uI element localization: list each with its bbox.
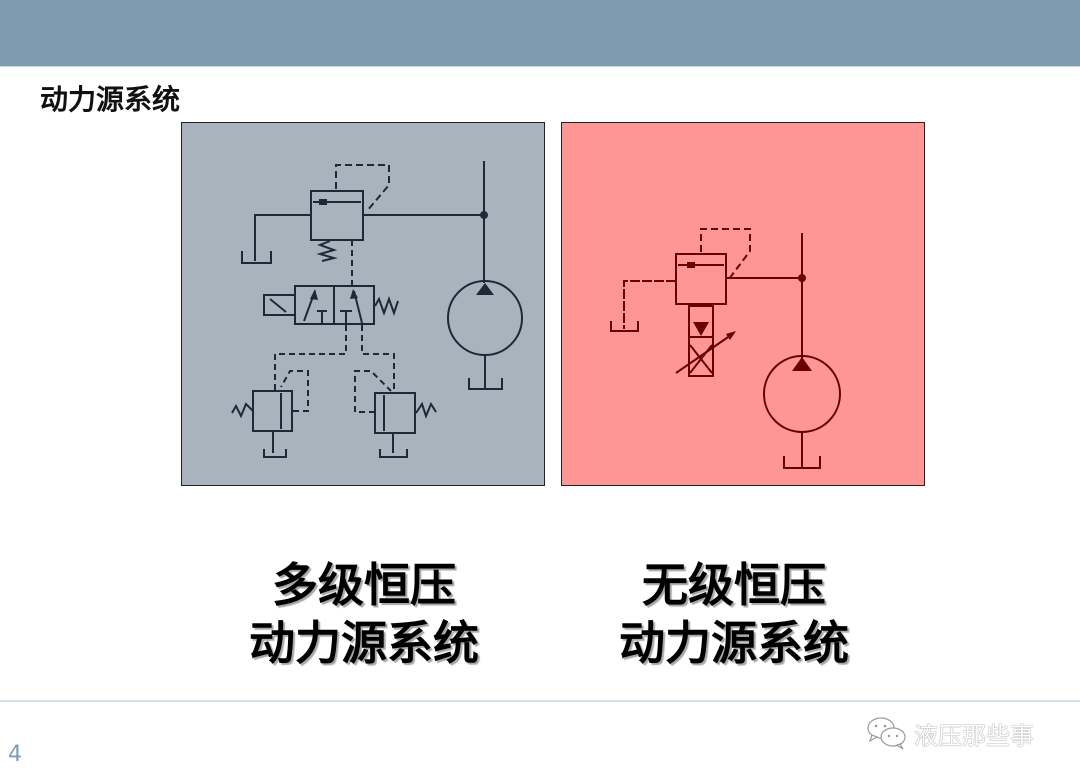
stepless-caption-line2: 动力源系统 (619, 616, 849, 670)
stepless-hydraulic-diagram (610, 228, 841, 469)
slide-title: 动力源系统 (40, 83, 181, 116)
page-number: 4 (8, 742, 22, 767)
wechat-icon (866, 716, 908, 750)
multi-stage-caption: 多级恒压 动力源系统 (214, 556, 514, 672)
watermark: 液压那些事 (866, 715, 1034, 751)
header-bar (0, 0, 1080, 67)
stepless-schematic-panel (561, 122, 925, 486)
multi-stage-caption-line1: 多级恒压 (272, 558, 456, 612)
multi-stage-caption-line2: 动力源系统 (249, 616, 479, 670)
multi-stage-hydraulic-diagram (231, 161, 523, 458)
multi-stage-schematic-panel (181, 122, 545, 486)
stepless-caption-line1: 无级恒压 (642, 558, 826, 612)
footer-divider (0, 700, 1080, 702)
stepless-caption: 无级恒压 动力源系统 (584, 556, 884, 672)
watermark-text: 液压那些事 (914, 721, 1034, 750)
